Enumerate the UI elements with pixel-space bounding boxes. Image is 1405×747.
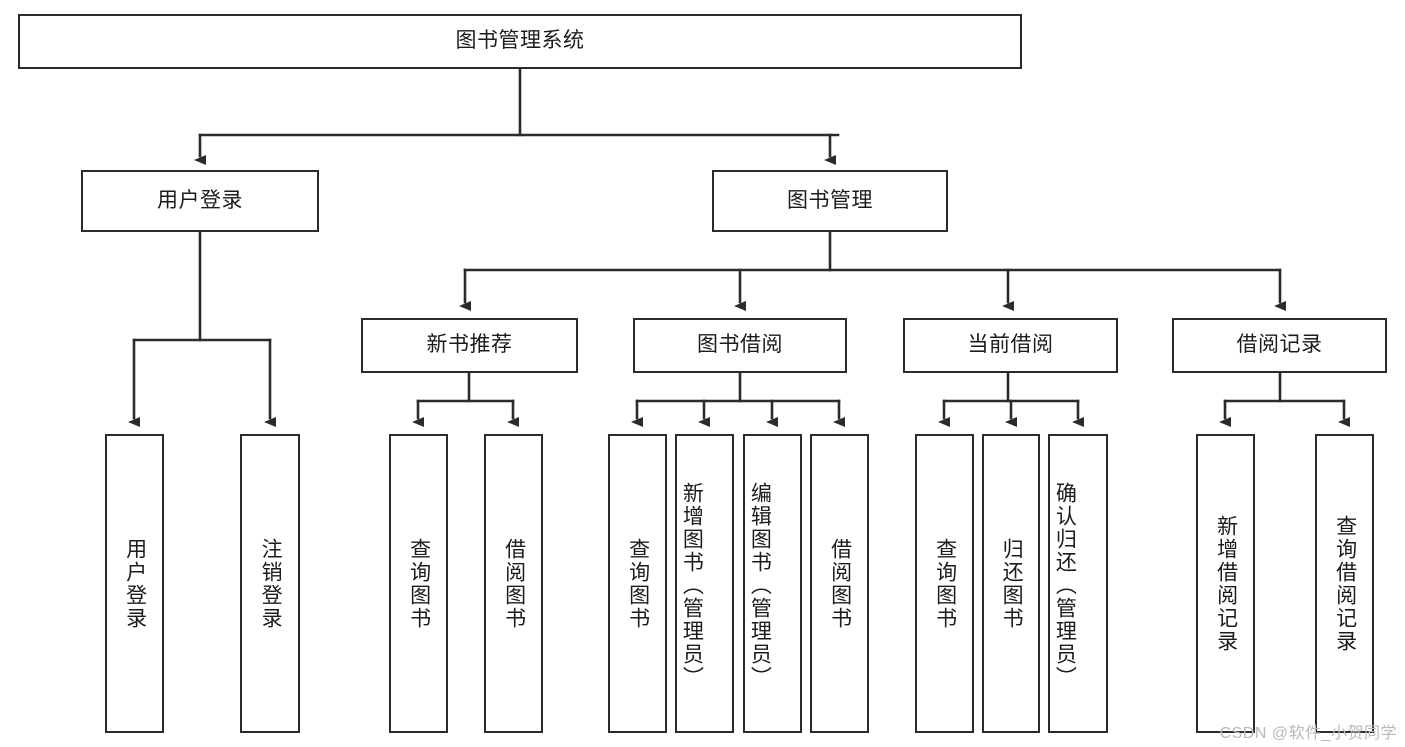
node-user-login[interactable]: 用户登录 bbox=[81, 170, 319, 232]
node-root[interactable]: 图书管理系统 bbox=[18, 14, 1022, 69]
node-new-book-recommend-label: 新书推荐 bbox=[426, 333, 513, 357]
leaf-add-book-admin-label: 新增图书（管理员） bbox=[680, 482, 704, 689]
leaf-borrow-book-recommend[interactable]: 借阅图书 bbox=[484, 434, 543, 733]
leaf-query-book-recommend-label: 查询图书 bbox=[407, 537, 431, 630]
watermark: CSDN @软件_小贺同学 bbox=[1219, 725, 1397, 742]
leaf-confirm-return-admin[interactable]: 确认归还（管理员） bbox=[1048, 434, 1108, 733]
leaf-query-book-borrow[interactable]: 查询图书 bbox=[608, 434, 667, 733]
leaf-query-book-current[interactable]: 查询图书 bbox=[915, 434, 974, 733]
leaf-add-borrow-record[interactable]: 新增借阅记录 bbox=[1196, 434, 1255, 733]
node-new-book-recommend[interactable]: 新书推荐 bbox=[361, 318, 578, 373]
leaf-confirm-return-admin-label: 确认归还（管理员） bbox=[1053, 482, 1077, 689]
leaf-user-login[interactable]: 用户登录 bbox=[105, 434, 164, 733]
node-current-borrow-label: 当前借阅 bbox=[967, 333, 1054, 357]
node-book-borrow[interactable]: 图书借阅 bbox=[633, 318, 847, 373]
leaf-query-book-borrow-label: 查询图书 bbox=[626, 537, 650, 630]
leaf-query-book-current-label: 查询图书 bbox=[933, 537, 957, 630]
node-book-management-label: 图书管理 bbox=[787, 188, 873, 212]
node-current-borrow[interactable]: 当前借阅 bbox=[903, 318, 1118, 373]
leaf-user-login-label: 用户登录 bbox=[123, 537, 147, 630]
node-book-borrow-label: 图书借阅 bbox=[697, 333, 783, 357]
leaf-return-book-label: 归还图书 bbox=[1000, 537, 1024, 630]
node-borrow-records[interactable]: 借阅记录 bbox=[1172, 318, 1387, 373]
leaf-query-borrow-record-label: 查询借阅记录 bbox=[1333, 514, 1357, 653]
node-user-login-label: 用户登录 bbox=[157, 188, 243, 212]
leaf-query-book-recommend[interactable]: 查询图书 bbox=[389, 434, 448, 733]
leaf-edit-book-admin[interactable]: 编辑图书（管理员） bbox=[743, 434, 802, 733]
leaf-add-borrow-record-label: 新增借阅记录 bbox=[1214, 514, 1238, 653]
leaf-edit-book-admin-label: 编辑图书（管理员） bbox=[748, 482, 772, 689]
leaf-query-borrow-record[interactable]: 查询借阅记录 bbox=[1315, 434, 1374, 733]
node-book-management[interactable]: 图书管理 bbox=[712, 170, 948, 232]
leaf-lend-book-label: 借阅图书 bbox=[828, 537, 852, 630]
leaf-user-logout-label: 注销登录 bbox=[259, 537, 283, 630]
leaf-borrow-book-recommend-label: 借阅图书 bbox=[502, 537, 526, 630]
leaf-user-logout[interactable]: 注销登录 bbox=[240, 434, 300, 733]
leaf-lend-book[interactable]: 借阅图书 bbox=[810, 434, 869, 733]
node-borrow-records-label: 借阅记录 bbox=[1236, 333, 1323, 357]
node-root-label: 图书管理系统 bbox=[455, 29, 585, 53]
leaf-add-book-admin[interactable]: 新增图书（管理员） bbox=[675, 434, 734, 733]
leaf-return-book[interactable]: 归还图书 bbox=[982, 434, 1040, 733]
